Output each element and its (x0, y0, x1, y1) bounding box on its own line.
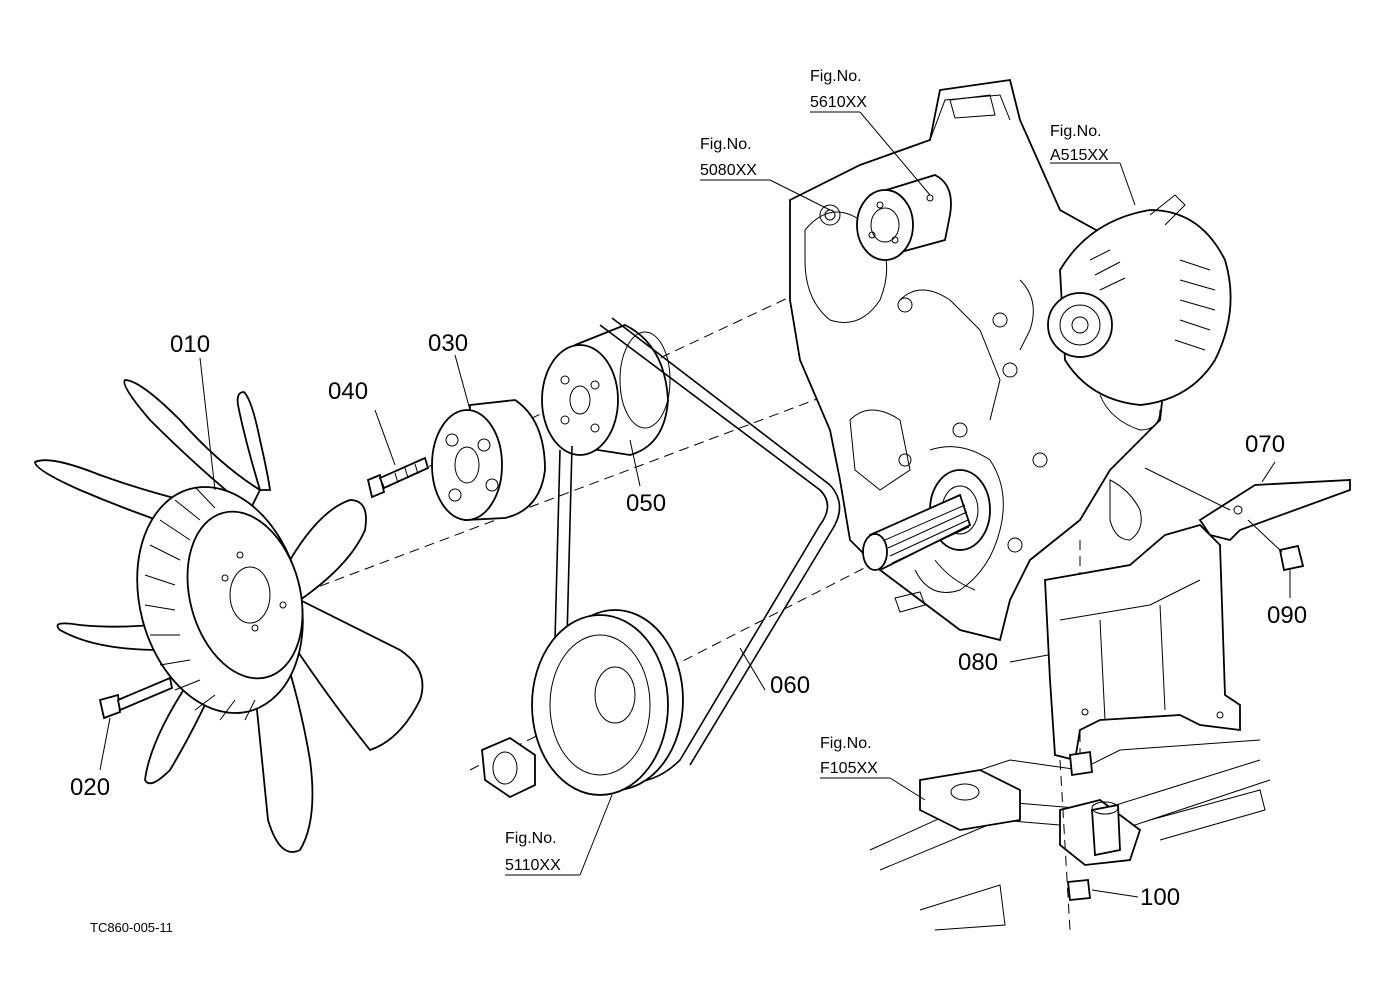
callout-030: 030 (428, 330, 468, 357)
fig-ref-F105: Fig.No. F105XX (820, 735, 878, 777)
frame (869, 739, 1271, 931)
fig-ref-A515: Fig.No. A515XX (1050, 123, 1109, 164)
callout-070: 070 (1245, 431, 1285, 458)
crank-pulley (531, 609, 684, 796)
fig-ref-5610: Fig.No. 5610XX (810, 68, 867, 111)
fig-ref-5610-number: 5610XX (810, 94, 867, 111)
alternator (1047, 194, 1232, 431)
callout-100: 100 (1140, 884, 1180, 911)
callout-020: 020 (70, 774, 110, 801)
callout-050: 050 (626, 490, 666, 517)
fig-ref-5110-number: 5110XX (505, 857, 561, 874)
fig-ref-5080-number: 5080XX (700, 162, 757, 179)
callout-080: 080 (958, 649, 998, 676)
fig-ref-A515-prefix: Fig.No. (1050, 123, 1102, 140)
bolt-100 (1067, 750, 1093, 901)
bolt-090 (1247, 519, 1305, 572)
fig-ref-A515-number: A515XX (1050, 147, 1109, 164)
fig-ref-5110: Fig.No. 5110XX (505, 830, 561, 874)
cooling-fan (34, 379, 424, 853)
callouts: 010 020 030 040 050 060 070 080 090 100 (70, 330, 1307, 911)
figure-references: Fig.No. 5610XX Fig.No. 5080XX Fig.No. A5… (505, 68, 1109, 874)
callout-040: 040 (328, 378, 368, 405)
fig-ref-5080: Fig.No. 5080XX (700, 136, 757, 179)
leader-lines (99, 111, 1291, 898)
spacer-030 (431, 399, 546, 521)
bolt-020 (98, 676, 174, 720)
fig-ref-F105-number: F105XX (820, 760, 878, 777)
fig-ref-5080-prefix: Fig.No. (700, 136, 752, 153)
fig-ref-5610-prefix: Fig.No. (810, 68, 862, 85)
fan-pulley-050 (541, 324, 671, 456)
drawing-code: TC860-005-11 (90, 920, 173, 935)
callout-010: 010 (170, 331, 210, 358)
crank-nut (481, 736, 536, 799)
water-pump (856, 174, 952, 261)
bracket-070 (1144, 467, 1351, 541)
crankshaft-end (862, 469, 991, 613)
callout-060: 060 (770, 672, 810, 699)
bolt-040 (366, 456, 430, 499)
guard-080 (1044, 523, 1241, 762)
fig-ref-5110-prefix: Fig.No. (505, 830, 557, 847)
callout-090: 090 (1267, 602, 1307, 629)
fig-ref-F105-prefix: Fig.No. (820, 735, 872, 752)
